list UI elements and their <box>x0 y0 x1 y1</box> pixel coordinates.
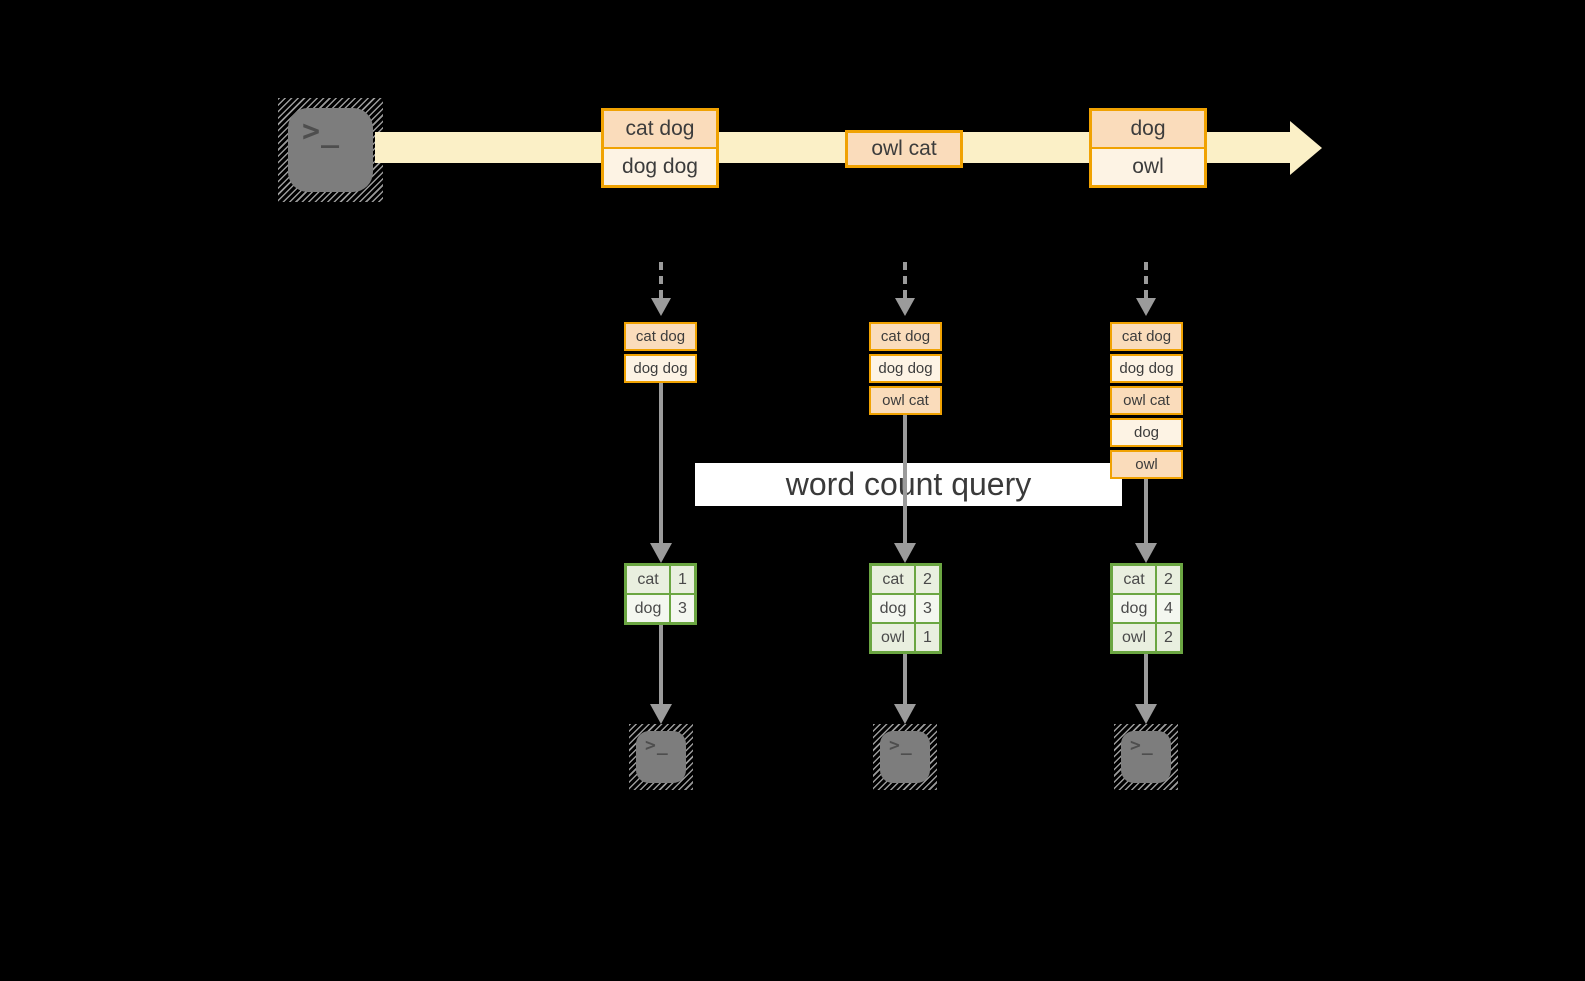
sink-arrow-head-icon <box>1135 704 1157 724</box>
stack-row: dog dog <box>624 354 697 383</box>
dashed-arrow-head-icon <box>651 298 671 316</box>
stack-row: dog dog <box>1110 354 1183 383</box>
stream-arrow-head-icon <box>1290 121 1322 175</box>
count-value: 2 <box>916 566 939 593</box>
query-arrow-head-icon <box>894 543 916 563</box>
stack-row: dog <box>1110 418 1183 447</box>
dashed-arrow-icon <box>903 262 907 298</box>
count-word: dog <box>627 595 669 622</box>
stack-row: owl <box>1110 450 1183 479</box>
stream-message-box-2: owl cat <box>845 130 963 168</box>
sink-arrow-head-icon <box>650 704 672 724</box>
query-arrow <box>1144 479 1148 543</box>
sink-arrow-head-icon <box>894 704 916 724</box>
sink-arrow <box>903 654 907 704</box>
dashed-arrow-head-icon <box>895 298 915 316</box>
stack-row: owl cat <box>869 386 942 415</box>
terminal-prompt-icon: >_ <box>889 735 913 756</box>
sink-arrow <box>1144 654 1148 704</box>
terminal-source-body <box>288 108 373 192</box>
terminal-sink-icon: >_ <box>1114 724 1178 790</box>
count-value: 2 <box>1157 624 1180 651</box>
stream-record: cat dog <box>604 111 716 147</box>
stream-record: owl <box>1092 147 1204 185</box>
terminal-sink-body <box>880 731 930 783</box>
query-arrow <box>659 383 663 543</box>
terminal-sink-body <box>636 731 686 783</box>
terminal-prompt-icon: >_ <box>645 735 669 756</box>
count-word: cat <box>627 566 669 593</box>
count-value: 4 <box>1157 595 1180 622</box>
count-word: owl <box>1113 624 1155 651</box>
query-arrow <box>903 415 907 543</box>
terminal-sink-icon: >_ <box>873 724 937 790</box>
count-word: dog <box>1113 595 1155 622</box>
query-arrow-head-icon <box>1135 543 1157 563</box>
count-table-3: cat 2 dog 4 owl 2 <box>1110 563 1183 654</box>
count-table-1: cat 1 dog 3 <box>624 563 697 625</box>
stream-message-box-1: cat dog dog dog <box>601 108 719 188</box>
dashed-arrow-head-icon <box>1136 298 1156 316</box>
stack-row: cat dog <box>869 322 942 351</box>
terminal-source-icon: >_ <box>278 98 383 202</box>
record-stack-2: cat dog dog dog owl cat <box>869 322 942 415</box>
terminal-sink-icon: >_ <box>629 724 693 790</box>
word-count-query-banner: word count query <box>695 463 1122 506</box>
count-word: cat <box>872 566 914 593</box>
count-word: owl <box>872 624 914 651</box>
dashed-arrow-icon <box>1144 262 1148 298</box>
terminal-sink-body <box>1121 731 1171 783</box>
count-value: 1 <box>916 624 939 651</box>
stream-record: dog <box>1092 111 1204 147</box>
count-table-2: cat 2 dog 3 owl 1 <box>869 563 942 654</box>
record-stack-3: cat dog dog dog owl cat dog owl <box>1110 322 1183 479</box>
count-value: 1 <box>671 566 694 593</box>
stack-row: cat dog <box>1110 322 1183 351</box>
record-stack-1: cat dog dog dog <box>624 322 697 383</box>
stack-row: owl cat <box>1110 386 1183 415</box>
stream-message-box-3: dog owl <box>1089 108 1207 188</box>
stream-record: dog dog <box>604 147 716 185</box>
terminal-prompt-icon: >_ <box>302 114 341 149</box>
count-value: 2 <box>1157 566 1180 593</box>
sink-arrow <box>659 625 663 704</box>
count-word: cat <box>1113 566 1155 593</box>
count-value: 3 <box>916 595 939 622</box>
query-arrow-head-icon <box>650 543 672 563</box>
count-value: 3 <box>671 595 694 622</box>
stack-row: cat dog <box>624 322 697 351</box>
stack-row: dog dog <box>869 354 942 383</box>
dashed-arrow-icon <box>659 262 663 298</box>
terminal-prompt-icon: >_ <box>1130 735 1154 756</box>
count-word: dog <box>872 595 914 622</box>
stream-record: owl cat <box>848 133 960 165</box>
